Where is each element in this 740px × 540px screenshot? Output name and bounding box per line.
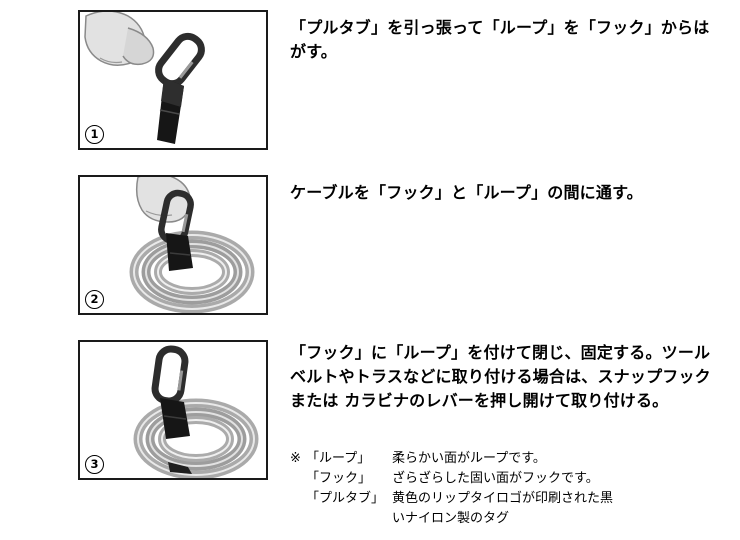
hand-icon: [135, 177, 191, 223]
footnote-term-loop: 「ループ」: [306, 451, 371, 466]
step2-text: ケーブルを「フック」と「ループ」の間に通す。: [290, 183, 643, 202]
step3-figure: 3: [78, 340, 268, 480]
strap-icon: [160, 398, 192, 474]
step3-number-badge: 3: [85, 455, 104, 474]
footnote-def-pulltab: 黄色のリップタイロゴが印刷された黒いナイロン製のタグ: [392, 491, 614, 527]
step2-figure: 2: [78, 175, 268, 315]
strap-icon: [166, 233, 193, 271]
step1-illustration: [84, 12, 205, 144]
step1-number-badge: 1: [85, 125, 104, 144]
footnote-row-pulltab: 「プルタブ」 黄色のリップタイロゴが印刷された黒いナイロン製のタグ: [290, 489, 622, 529]
footnote-term-hook: 「フック」: [306, 471, 372, 487]
hand-icon: [84, 12, 155, 66]
step1-text: 「プルタブ」を引っ張って「ループ」を「フック」からはがす。: [290, 18, 710, 61]
carabiner-icon: [155, 32, 205, 88]
footnote-term-pulltab: 「プルタブ」: [306, 491, 385, 507]
cable-coil-icon: [129, 230, 255, 313]
footnote: ※ 「ループ」 柔らかい面がループです。 「フック」 ざらざらした固い面がフック…: [290, 449, 622, 530]
cable-coil-icon: [133, 398, 259, 478]
step2-illustration: [129, 177, 255, 313]
step2-number: 2: [90, 291, 99, 306]
carabiner-icon: [151, 345, 189, 405]
footnote-row-hook: 「フック」 ざらざらした固い面がフックです。: [290, 469, 622, 489]
step3-text: 「フック」に「ループ」を付けて閉じ、固定する。ツールベルトやトラスなどに取り付け…: [290, 343, 711, 410]
step3-illustration: [133, 345, 259, 478]
step2-number-badge: 2: [85, 290, 104, 309]
step1-figure: 1: [78, 10, 268, 150]
footnote-marker: ※: [290, 451, 301, 466]
step1-number: 1: [90, 126, 99, 141]
strap-icon: [157, 78, 184, 144]
footnote-def-loop: 柔らかい面がループです。: [392, 451, 546, 466]
footnote-row-loop: ※ 「ループ」 柔らかい面がループです。: [290, 449, 622, 469]
footnote-def-hook: ざらざらした固い面がフックです。: [392, 471, 599, 487]
step3-number: 3: [90, 456, 99, 471]
